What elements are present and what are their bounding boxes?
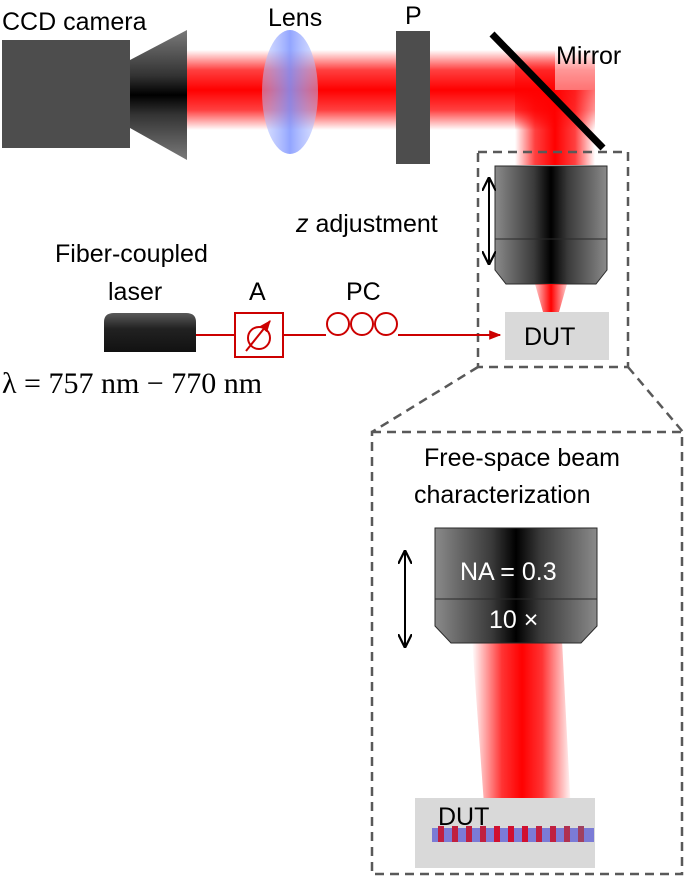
objective-inset-upper xyxy=(434,527,598,600)
objective-inset-lower xyxy=(434,598,598,644)
objective-top-lower xyxy=(494,238,608,285)
objective-top-upper xyxy=(494,165,608,240)
z-italic: z xyxy=(295,210,309,238)
polarization-controller xyxy=(326,312,398,336)
camera-cone xyxy=(130,30,187,160)
pc-loop-2 xyxy=(350,312,374,336)
attenuator-arrow xyxy=(245,320,271,352)
fiber-label-line1: Fiber-coupled xyxy=(55,240,208,268)
pc-label: PC xyxy=(346,278,381,306)
fiber-label-line2: laser xyxy=(108,278,162,306)
lens xyxy=(262,30,318,154)
pc-loop-1 xyxy=(326,312,350,336)
pc-loop-3 xyxy=(374,312,398,336)
zoom-line-right xyxy=(627,366,684,433)
zoom-line-left xyxy=(371,365,479,434)
ccd-camera xyxy=(2,30,187,160)
lens-label: Lens xyxy=(268,4,322,32)
objective-na-label: NA = 0.3 xyxy=(460,558,557,586)
objective-mag-label: 10 × xyxy=(489,606,538,634)
inset-title-line2: characterization xyxy=(414,481,590,509)
camera-body xyxy=(2,40,130,148)
ccd-camera-label: CCD camera xyxy=(2,8,147,36)
laser-body xyxy=(104,313,196,352)
grating xyxy=(432,826,594,842)
attenuator-label: A xyxy=(249,278,266,306)
beam-horizontal xyxy=(185,50,555,130)
z-adjustment-label: z adjustment xyxy=(295,210,438,238)
inset-dashed-box xyxy=(370,430,684,876)
mirror-label: Mirror xyxy=(556,42,621,70)
objective-top xyxy=(494,165,608,285)
focus-beam xyxy=(535,284,567,312)
inset-title-line1: Free-space beam xyxy=(424,444,620,472)
dut-top xyxy=(505,312,609,360)
wavelength-label: λ = 757 nm − 770 nm xyxy=(2,367,262,400)
objective-dashed-box xyxy=(476,150,630,369)
attenuator-circle xyxy=(247,326,271,350)
z-adjustment-text: adjustment xyxy=(309,210,438,238)
polarizer-label: P xyxy=(405,2,422,30)
dut-top-label: DUT xyxy=(524,323,575,351)
mirror xyxy=(489,31,606,151)
objective-inset xyxy=(434,527,598,644)
attenuator-icon xyxy=(234,312,284,358)
inset-beam xyxy=(472,640,572,832)
polarizer xyxy=(396,31,430,164)
